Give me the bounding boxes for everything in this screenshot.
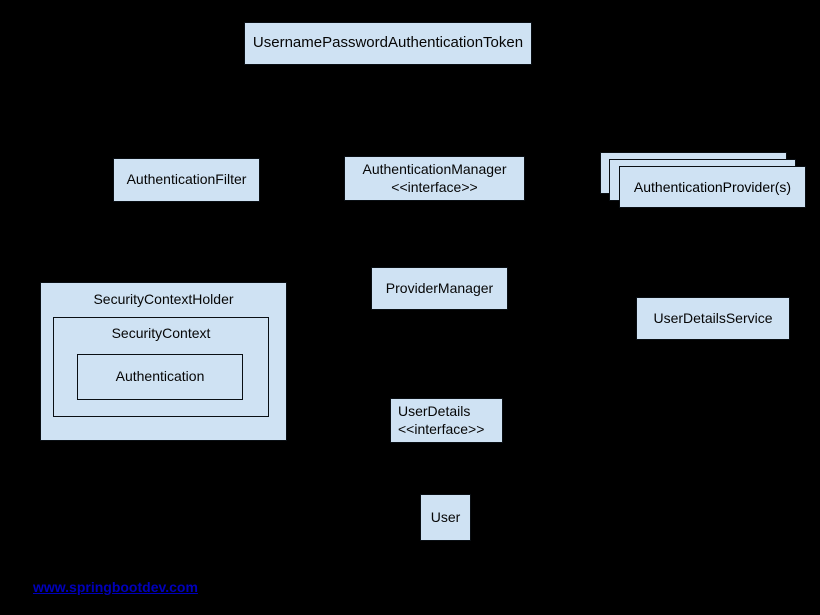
- node-label: Authentication: [115, 368, 205, 385]
- node-username-password-authentication-token: UsernamePasswordAuthenticationToken: [244, 22, 532, 65]
- node-authentication: Authentication: [77, 354, 243, 400]
- node-provider-manager: ProviderManager: [371, 267, 508, 310]
- node-stereotype: <<interface>>: [391, 178, 478, 195]
- node-label: SecurityContextHolder: [93, 291, 234, 307]
- node-authentication-filter: AuthenticationFilter: [113, 158, 260, 202]
- node-label: UserDetails: [398, 403, 471, 419]
- node-label: AuthenticationFilter: [126, 171, 247, 188]
- node-security-context: SecurityContext Authentication: [53, 317, 269, 417]
- node-authentication-providers-stack: AuthenticationProvider(s): [600, 152, 806, 208]
- node-label: UserDetailsService: [653, 309, 773, 326]
- node-label: AuthenticationManager: [362, 161, 507, 177]
- node-label: ProviderManager: [385, 279, 494, 296]
- node-security-context-holder: SecurityContextHolder SecurityContext Au…: [40, 282, 287, 441]
- node-authentication-manager: AuthenticationManager <<interface>>: [344, 156, 525, 201]
- node-stereotype: <<interface>>: [398, 420, 485, 437]
- website-link[interactable]: www.springbootdev.com: [33, 579, 198, 595]
- node-label: User: [430, 508, 461, 525]
- node-label: SecurityContext: [111, 325, 211, 341]
- node-user-details: UserDetails <<interface>>: [390, 398, 503, 443]
- node-label: AuthenticationProvider(s): [633, 179, 792, 195]
- stack-layer-front: AuthenticationProvider(s): [619, 166, 806, 208]
- node-label: UsernamePasswordAuthenticationToken: [252, 34, 524, 52]
- node-user: User: [420, 494, 471, 541]
- node-user-details-service: UserDetailsService: [636, 297, 790, 340]
